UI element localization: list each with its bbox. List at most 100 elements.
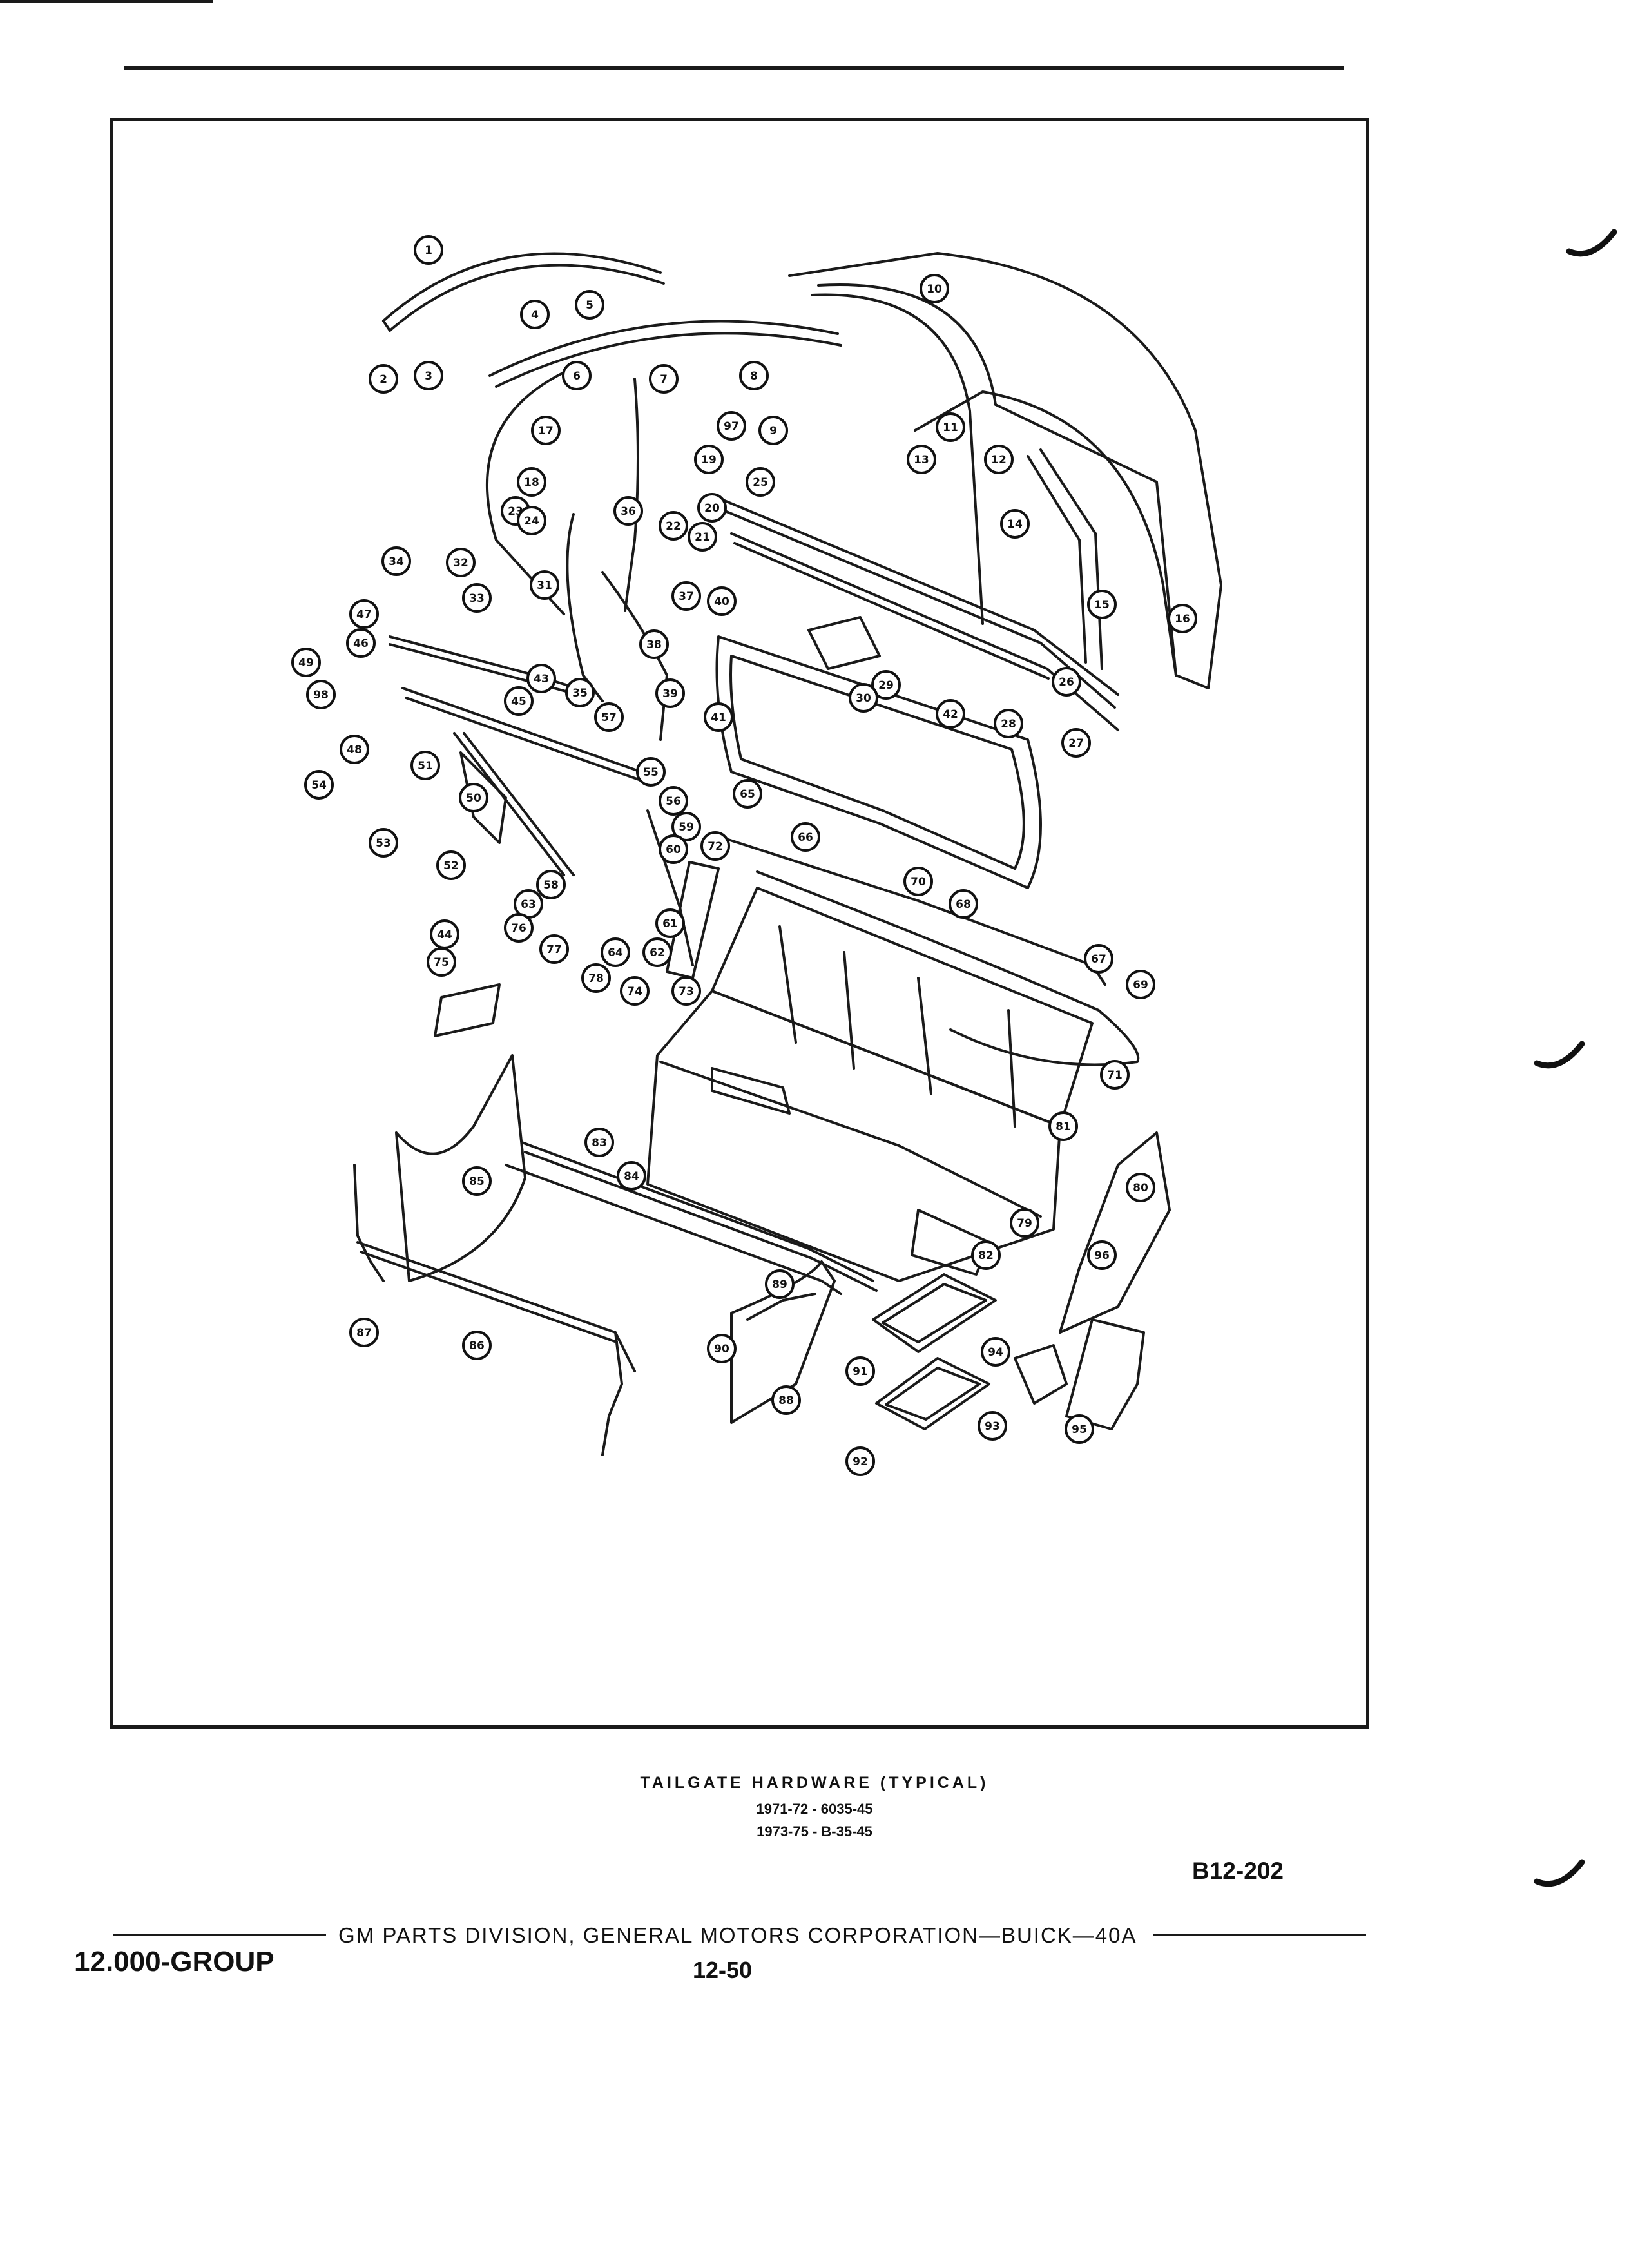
callout-55: 55 — [636, 757, 666, 787]
callout-circle — [704, 702, 733, 732]
callout-number: 75 — [434, 956, 449, 969]
callout-number: 32 — [453, 557, 468, 570]
callout-18: 18 — [517, 467, 546, 497]
callout-number: 80 — [1133, 1182, 1148, 1195]
callout-22: 22 — [659, 511, 688, 541]
callout-number: 45 — [511, 695, 526, 708]
callout-number: 22 — [666, 520, 681, 533]
callout-number: 83 — [592, 1137, 607, 1149]
callout-circle — [659, 834, 688, 864]
callout-92: 92 — [845, 1446, 875, 1476]
callout-number: 12 — [991, 454, 1007, 466]
callout-82: 82 — [971, 1240, 1001, 1270]
callout-number: 74 — [627, 985, 642, 998]
callout-circle — [613, 496, 643, 526]
callout-number: 50 — [466, 792, 481, 805]
callout-circle — [765, 1269, 795, 1299]
callout-46: 46 — [346, 628, 376, 658]
callout-6: 6 — [562, 361, 592, 390]
callout-circle — [707, 1334, 737, 1363]
callout-number: 98 — [313, 689, 329, 702]
callout-number: 30 — [856, 692, 871, 705]
callout-circle — [758, 416, 788, 445]
callout-number: 81 — [1055, 1120, 1071, 1133]
callout-4: 4 — [520, 300, 550, 329]
callout-number: 4 — [531, 309, 539, 322]
callout-14: 14 — [1000, 509, 1030, 539]
callout-2: 2 — [369, 364, 398, 394]
callout-circle — [539, 934, 569, 964]
callout-circle — [639, 629, 669, 659]
callout-66: 66 — [791, 822, 820, 852]
callout-number: 76 — [511, 922, 526, 935]
callout-number: 86 — [469, 1340, 485, 1352]
callout-number: 33 — [469, 592, 485, 605]
callout-number: 49 — [298, 657, 314, 669]
callout-circle — [671, 812, 701, 841]
callout-circle — [531, 416, 561, 445]
callout-number: 47 — [356, 608, 372, 621]
callout-circle — [694, 445, 724, 474]
callout-number: 34 — [389, 555, 404, 568]
callout-number: 51 — [418, 760, 433, 773]
callout-59: 59 — [671, 812, 701, 841]
callout-circle — [369, 364, 398, 394]
callout-number: 94 — [988, 1346, 1003, 1359]
callout-48: 48 — [340, 735, 369, 764]
callout-70: 70 — [903, 867, 933, 896]
callout-number: 79 — [1017, 1217, 1032, 1230]
callout-circle — [462, 1166, 492, 1196]
callout-number: 88 — [778, 1394, 794, 1407]
callout-number: 1 — [425, 244, 432, 257]
callout-circle — [414, 235, 443, 265]
callout-13: 13 — [907, 445, 936, 474]
callout-96: 96 — [1087, 1240, 1117, 1270]
callout-circle — [584, 1128, 614, 1157]
callout-9: 9 — [758, 416, 788, 445]
callout-circle — [427, 947, 456, 977]
callout-number: 2 — [380, 373, 387, 386]
callout-38: 38 — [639, 629, 669, 659]
callout-40: 40 — [707, 586, 737, 616]
callout-number: 85 — [469, 1175, 485, 1188]
callout-49: 49 — [291, 648, 321, 677]
callout-number: 57 — [601, 711, 617, 724]
callout-51: 51 — [410, 751, 440, 780]
callout-17: 17 — [531, 416, 561, 445]
figure-applicability-line-2: 1973-75 - B-35-45 — [757, 1823, 872, 1840]
callout-circle — [459, 783, 488, 812]
callout-circle — [369, 828, 398, 858]
callout-71: 71 — [1100, 1060, 1130, 1090]
callout-circle — [1061, 728, 1091, 758]
callout-number: 96 — [1094, 1249, 1110, 1262]
callout-67: 67 — [1084, 944, 1113, 974]
callout-circle — [771, 1385, 801, 1415]
callout-number: 39 — [662, 687, 678, 700]
callout-87: 87 — [349, 1318, 379, 1347]
callout-10: 10 — [920, 274, 949, 303]
callout-12: 12 — [984, 445, 1014, 474]
callout-35: 35 — [565, 678, 595, 707]
footer-rule-left — [113, 1934, 326, 1936]
callout-circle — [849, 683, 878, 713]
callout-19: 19 — [694, 445, 724, 474]
callout-circle — [903, 867, 933, 896]
callout-94: 94 — [981, 1337, 1010, 1367]
callout-circle — [349, 599, 379, 629]
callout-number: 89 — [772, 1278, 787, 1291]
callout-circle — [565, 678, 595, 707]
callout-circle — [1000, 509, 1030, 539]
callout-circle — [617, 1161, 646, 1191]
callout-73: 73 — [671, 976, 701, 1006]
tailgate-inner-panel — [711, 887, 1094, 1128]
callout-circle — [620, 976, 650, 1006]
callout-98: 98 — [306, 680, 336, 709]
callout-number: 78 — [588, 972, 604, 985]
corner-scan-mark — [0, 0, 213, 3]
callout-47: 47 — [349, 599, 379, 629]
callout-circle — [1087, 590, 1117, 619]
callout-number: 90 — [714, 1343, 729, 1356]
callout-number: 55 — [643, 766, 659, 779]
callout-circle — [907, 445, 936, 474]
